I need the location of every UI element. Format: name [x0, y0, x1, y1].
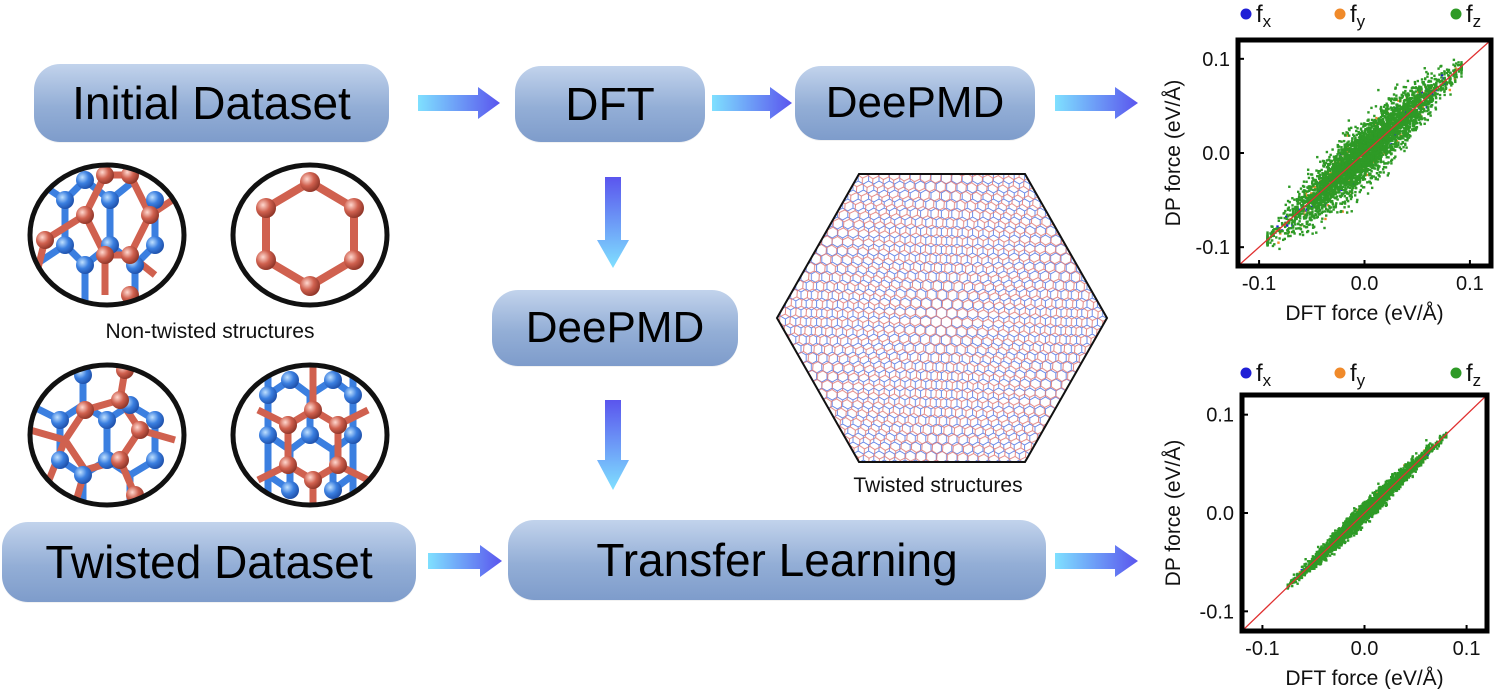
arrow-down-2: [597, 400, 629, 490]
arrow-right-1: [418, 87, 500, 119]
legend-entry-x: fx: [1240, 1, 1272, 31]
y-tick-label: -0.1: [1200, 601, 1234, 623]
diagonal-line: [1242, 395, 1487, 631]
deepmd-top-label: DeePMD: [825, 78, 1005, 127]
arrow-right-2: [712, 87, 792, 119]
arrow-right-5: [1055, 545, 1138, 577]
twisted-hexagon: [775, 173, 1109, 463]
legend-entry-z: fz: [1450, 1, 1481, 31]
x-tick-label: 0.0: [1351, 638, 1379, 660]
svg-text:fy: fy: [1350, 1, 1366, 31]
svg-text:fz: fz: [1466, 360, 1481, 390]
y-tick-label: -0.1: [1196, 237, 1230, 259]
deepmd-mid-label: DeePMD: [525, 303, 705, 352]
structure-non-twisted-1: [27, 162, 187, 308]
y-tick-label: 0.1: [1202, 49, 1230, 71]
y-tick-label: 0.0: [1206, 503, 1234, 525]
svg-text:fy: fy: [1350, 360, 1366, 390]
structure-twisted-1: [27, 362, 187, 508]
diagonal-line: [1238, 40, 1491, 266]
legend-entry-y: fy: [1334, 1, 1366, 31]
x-axis-title: DFT force (eV/Å): [1285, 667, 1443, 689]
deepmd-top-box: DeePMD: [795, 66, 1035, 140]
twisted-caption: Twisted structures: [853, 474, 1023, 497]
non-twisted-caption: Non-twisted structures: [105, 320, 315, 343]
deepmd-mid-box: DeePMD: [492, 290, 738, 366]
x-tick-label: -0.1: [1245, 638, 1279, 660]
series-fz: [1266, 58, 1463, 251]
y-axis-title: DP force (eV/Å): [1162, 80, 1185, 227]
y-axis-title: DP force (eV/Å): [1162, 440, 1185, 587]
legend-entry-x: fx: [1240, 360, 1272, 390]
structure-twisted-2: [230, 362, 390, 508]
twisted-dataset-label: Twisted Dataset: [45, 536, 373, 588]
x-tick-label: 0.1: [1456, 273, 1484, 295]
dft-box: DFT: [515, 66, 705, 142]
svg-text:fx: fx: [1256, 1, 1272, 31]
legend-entry-y: fy: [1334, 360, 1366, 390]
y-tick-label: 0.0: [1202, 143, 1230, 165]
svg-text:fz: fz: [1466, 1, 1481, 31]
legend-entry-z: fz: [1450, 360, 1481, 390]
initial-dataset-label: Initial Dataset: [72, 77, 351, 129]
x-tick-label: 0.0: [1351, 273, 1379, 295]
svg-text:fx: fx: [1256, 360, 1272, 390]
y-tick-label: 0.1: [1206, 405, 1234, 427]
arrow-down-1: [597, 177, 629, 268]
initial-dataset-box: Initial Dataset: [34, 64, 389, 142]
twisted-dataset-box: Twisted Dataset: [2, 522, 416, 602]
arrow-right-4: [428, 545, 502, 577]
arrow-right-3: [1055, 87, 1138, 119]
dft-label: DFT: [565, 78, 655, 130]
x-axis-title: DFT force (eV/Å): [1285, 302, 1443, 325]
transfer-learning-box: Transfer Learning: [508, 520, 1046, 600]
structure-non-twisted-2: [230, 162, 390, 308]
scatter-points: [1266, 58, 1463, 251]
x-tick-label: -0.1: [1242, 273, 1276, 295]
transfer-learning-label: Transfer Learning: [596, 534, 958, 586]
x-tick-label: 0.1: [1453, 638, 1481, 660]
